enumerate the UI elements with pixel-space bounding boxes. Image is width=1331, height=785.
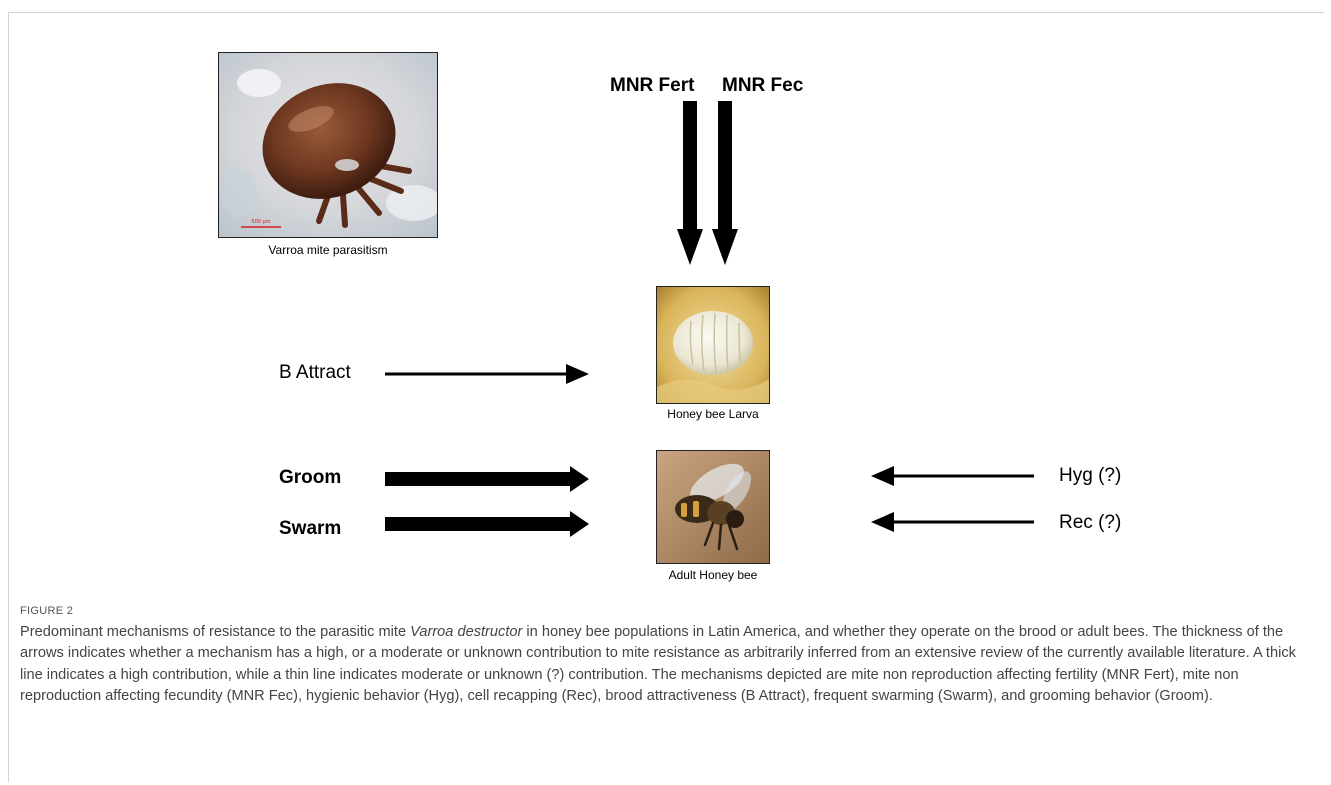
caption-text-start: Predominant mechanisms of resistance to …	[20, 624, 410, 640]
hyg-label: Hyg (?)	[1059, 465, 1121, 487]
groom-arrow	[385, 466, 589, 492]
mnr-fec-arrow	[712, 101, 738, 265]
b-attract-label: B Attract	[279, 362, 351, 384]
groom-label: Groom	[279, 467, 341, 489]
swarm-arrow	[385, 511, 589, 537]
caption-species-name: Varroa destructor	[410, 624, 522, 640]
hyg-arrow	[871, 466, 1034, 486]
figure-diagram: 500 µm Varroa mite parasitism	[0, 0, 1331, 600]
b-attract-arrow	[385, 364, 589, 384]
rec-arrow	[871, 512, 1034, 532]
mnr-fec-label: MNR Fec	[722, 75, 803, 97]
figure-label: FIGURE 2	[20, 605, 73, 617]
mnr-fert-label: MNR Fert	[610, 75, 694, 97]
mnr-fert-arrow	[677, 101, 703, 265]
swarm-label: Swarm	[279, 518, 341, 540]
figure-caption: Predominant mechanisms of resistance to …	[20, 622, 1310, 708]
rec-label: Rec (?)	[1059, 512, 1121, 534]
